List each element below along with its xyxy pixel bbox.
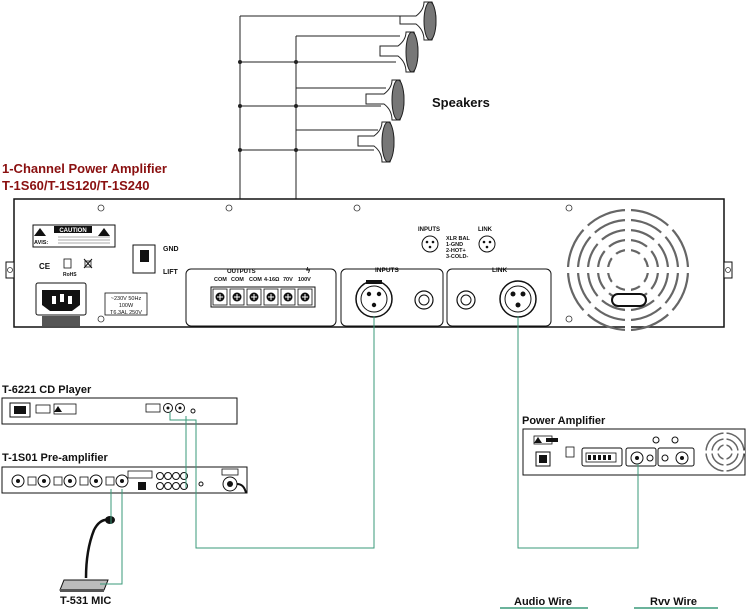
svg-text:AVIS:: AVIS: [34, 240, 48, 246]
inputs-section: INPUTS [340, 267, 444, 327]
amp-title-line2: T-1S60/T-1S120/T-1S240 [2, 178, 149, 193]
svg-text:T6.3AL 250V: T6.3AL 250V [110, 310, 142, 316]
cooling-fan-grille [563, 205, 693, 335]
svg-text:RoHS: RoHS [63, 272, 77, 278]
amp-title-line1: 1-Channel Power Amplifier [2, 161, 167, 176]
svg-text:LINK: LINK [478, 227, 493, 233]
legend-audio-wire-label: Audio Wire [514, 596, 572, 608]
legend-rvv-wire-label: Rvv Wire [650, 596, 697, 608]
speaker-junctions [238, 60, 298, 152]
xlr-pinout-note: INPUTS LINK XLR BAL 1-GND 2-HOT+ 3-COLD- [418, 227, 496, 260]
svg-text:COM: COM [231, 277, 244, 283]
svg-text:CE: CE [39, 262, 51, 271]
svg-text:INPUTS: INPUTS [418, 227, 440, 233]
preamp-label: T-1S01 Pre-amplifier [2, 452, 108, 464]
link-section: LINK [446, 267, 552, 327]
svg-text:100W: 100W [119, 303, 134, 309]
microphone [59, 516, 115, 592]
ground-lift-switch[interactable] [132, 244, 156, 274]
svg-text:4-16Ω: 4-16Ω [264, 277, 280, 283]
svg-text:ϟ: ϟ [306, 266, 311, 275]
speaker-horn-1 [399, 1, 437, 41]
preamp-device [1, 466, 248, 494]
mic-label: T-531 MIC [60, 595, 111, 607]
speaker-horn-4 [357, 121, 395, 163]
xlr-link-connector[interactable] [500, 281, 536, 317]
jack-input-connector[interactable] [415, 291, 433, 309]
svg-text:OUTPUTS: OUTPUTS [227, 269, 256, 275]
outputs-section: OUTPUTS ϟ COM COM COM 4-16Ω 70V 100V [185, 266, 337, 327]
power-amp-label: Power Amplifier [522, 415, 606, 427]
svg-text:3-COLD-: 3-COLD- [446, 254, 468, 260]
wire-legend: Audio Wire Rvv Wire [500, 596, 718, 609]
power-rating: ~230V 50Hz 100W T6.3AL 250V [104, 292, 148, 316]
gnd-label: GND [163, 246, 179, 253]
svg-text:XLR BAL: XLR BAL [446, 236, 470, 242]
amplifier-rear-panel: CAUTION AVIS: CE RoHS ~ [5, 198, 733, 335]
cd-player-device [1, 397, 238, 425]
certification-marks: CE RoHS [39, 258, 93, 278]
xlr-input-connector[interactable] [356, 281, 392, 317]
svg-text:COM: COM [249, 277, 262, 283]
cd-player-label: T-6221 CD Player [2, 384, 92, 396]
svg-text:LINK: LINK [492, 267, 507, 274]
svg-text:70V: 70V [283, 277, 293, 283]
svg-text:INPUTS: INPUTS [375, 267, 400, 274]
speaker-horn-3 [365, 79, 405, 121]
speaker-horn-2 [379, 31, 419, 73]
svg-text:2-HOT+: 2-HOT+ [446, 248, 466, 254]
caution-label: CAUTION AVIS: [32, 224, 116, 248]
svg-text:~230V 50Hz: ~230V 50Hz [111, 296, 142, 302]
power-amp-device [522, 428, 746, 476]
svg-text:COM: COM [214, 277, 227, 283]
svg-text:CAUTION: CAUTION [59, 228, 86, 234]
audio-wiring [100, 316, 639, 585]
power-inlet [35, 282, 87, 326]
speakers-label: Speakers [432, 95, 490, 110]
lift-label: LIFT [163, 269, 178, 276]
svg-text:1-GND: 1-GND [446, 242, 463, 248]
svg-text:100V: 100V [298, 277, 311, 283]
